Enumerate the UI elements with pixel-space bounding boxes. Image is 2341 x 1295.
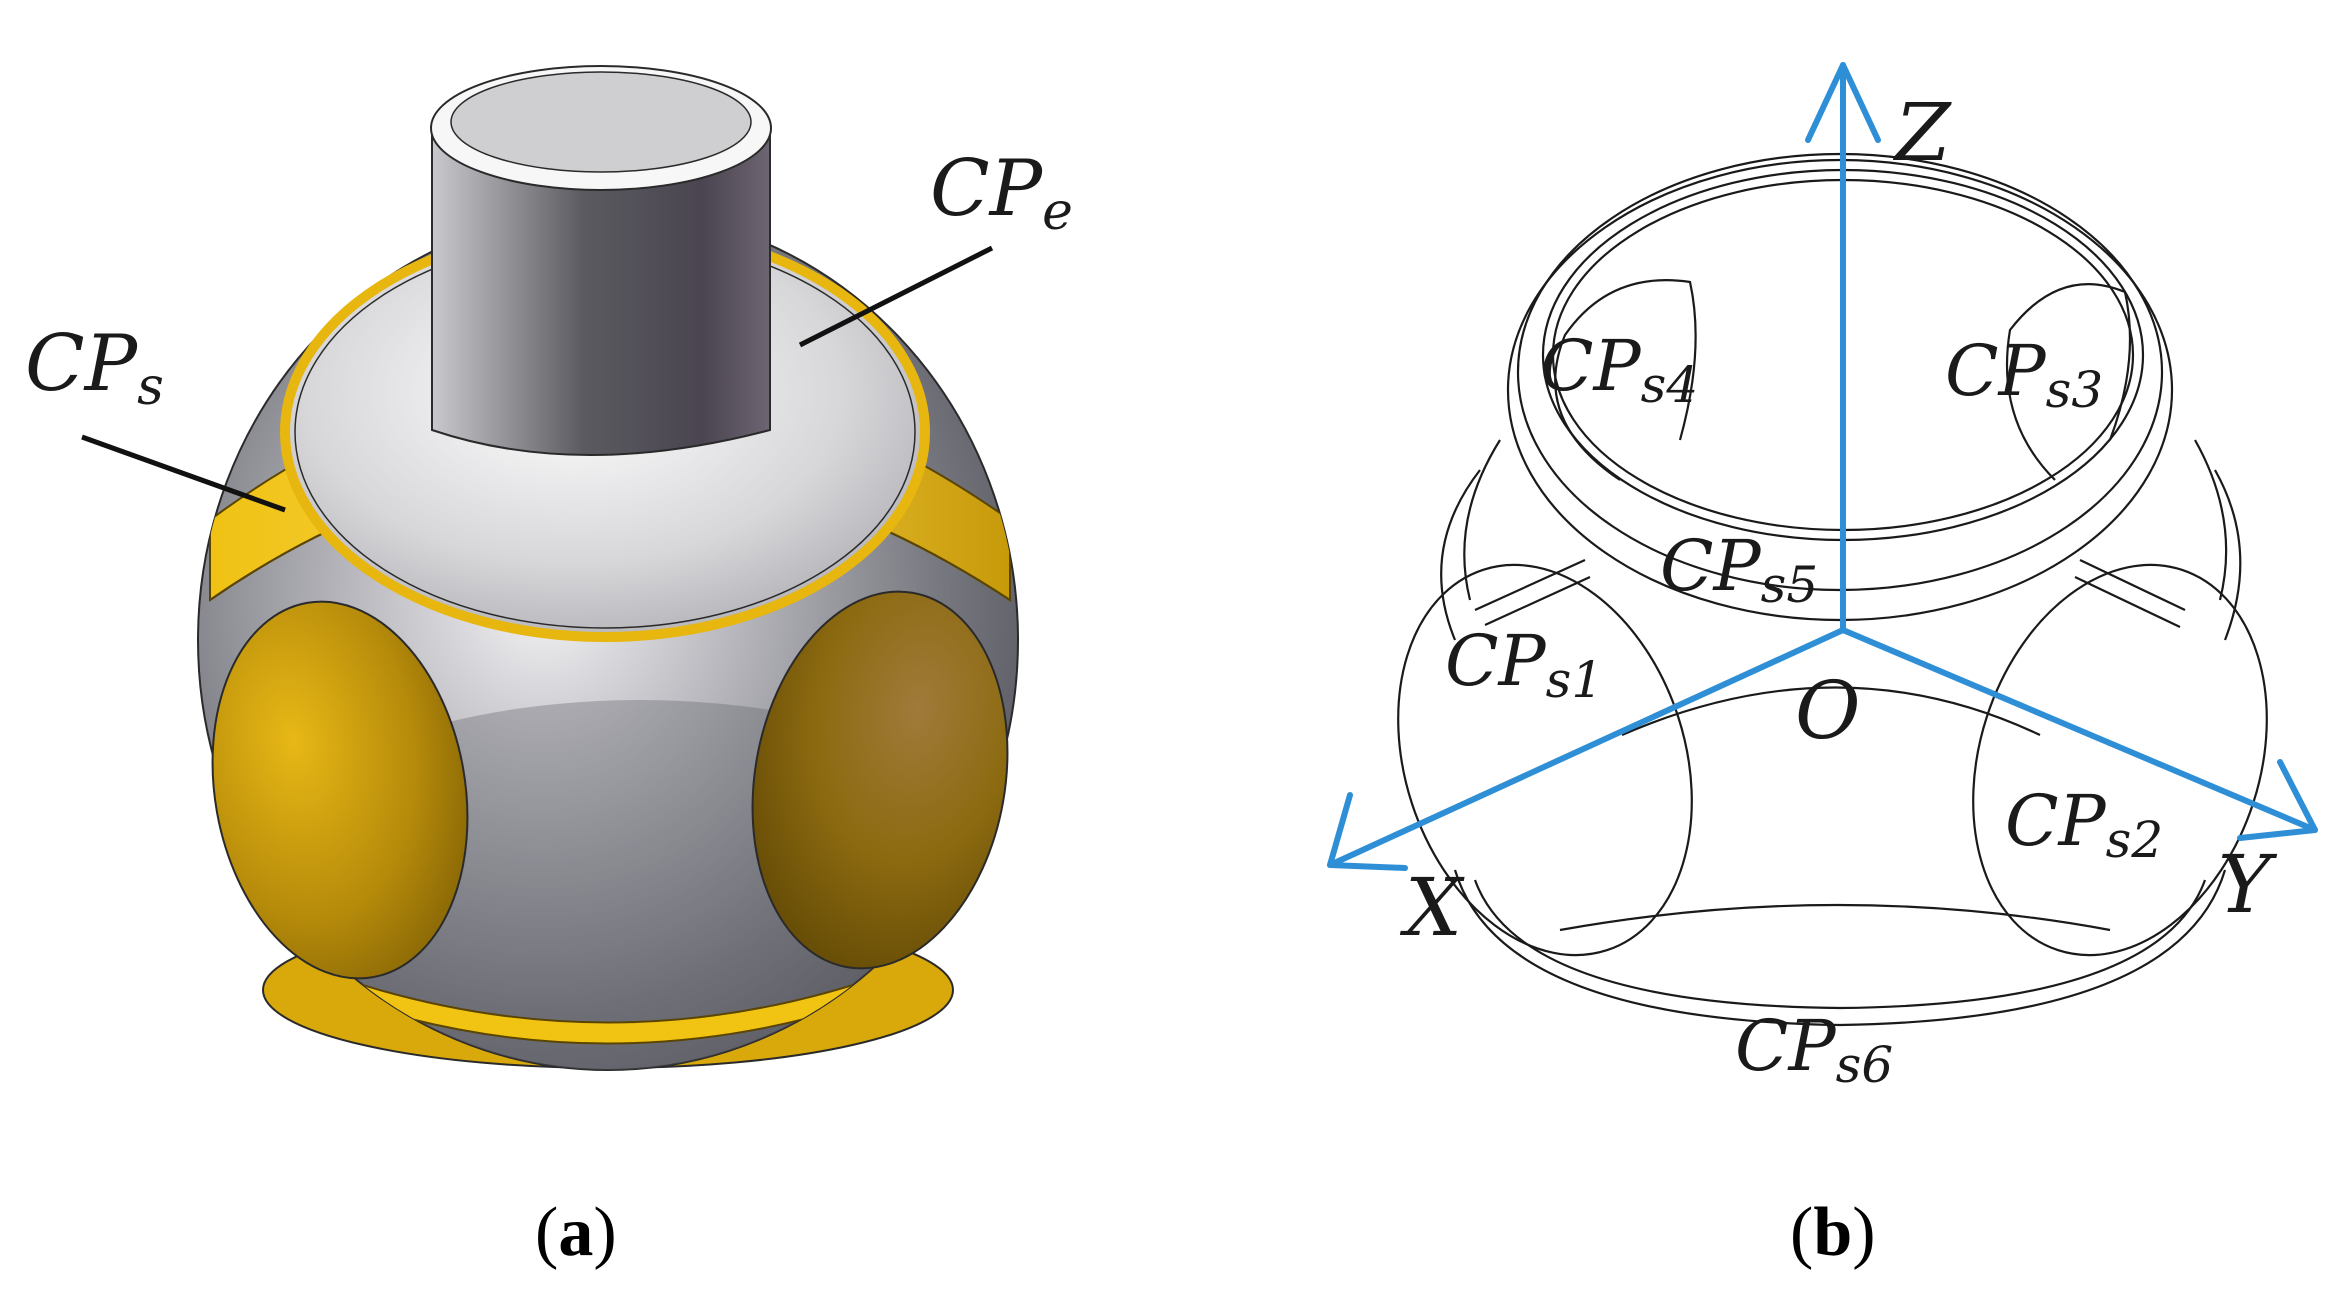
label-cp-s3: CPs3: [1945, 330, 2103, 419]
x-axis: [1327, 627, 1846, 868]
axis-label-x: X: [1399, 861, 1465, 954]
middle-arc: [1621, 686, 2041, 737]
patch-cp-s4: [1554, 279, 1697, 481]
label-cp-s1: CPs1: [1445, 620, 1603, 709]
axis-label-z: Z: [1892, 86, 1952, 179]
x-arrowhead: [1327, 792, 1408, 871]
patch-cp-s1: [1397, 563, 1693, 957]
cylinder-top-face: [450, 71, 752, 173]
y-axis: [1840, 627, 2318, 833]
bottom-ring-inner: [1473, 879, 2207, 1010]
patch-cp-s3: [2005, 283, 2132, 481]
bottom-ring-outer: [1453, 869, 2227, 1027]
panel-a-render: CPe CPs: [25, 65, 1073, 1071]
z-arrowhead: [1805, 62, 1881, 143]
right-gold-pad: [751, 590, 1009, 970]
label-cp-s4: CPs4: [1540, 325, 1698, 414]
label-cp-s5: CPs5: [1660, 525, 1818, 614]
leader-line-cp-s: [81, 434, 286, 513]
strut-right-top: [2079, 559, 2186, 611]
caption-b: (b): [1790, 1194, 1876, 1271]
label-cp-s2: CPs2: [2005, 780, 2163, 869]
leader-line-cp-e: [798, 245, 994, 348]
y-arrowhead: [2237, 759, 2318, 841]
outer-contour-right: [2214, 469, 2242, 641]
coordinate-axes: [1327, 62, 2318, 871]
strut-left-top: [1474, 558, 1586, 612]
label-cp-e: CPe: [930, 144, 1073, 242]
left-gold-pad: [211, 600, 469, 980]
label-cp-s: CPs: [25, 319, 164, 417]
panel-b-schematic: [1397, 152, 2268, 1027]
outer-contour-left: [1440, 469, 1481, 641]
label-cp-s6: CPs6: [1735, 1005, 1893, 1094]
caption-a: (a): [535, 1194, 617, 1271]
axis-label-y: Y: [2218, 838, 2278, 931]
cylinder-shaft: [431, 129, 771, 456]
origin-label: O: [1795, 664, 1861, 757]
